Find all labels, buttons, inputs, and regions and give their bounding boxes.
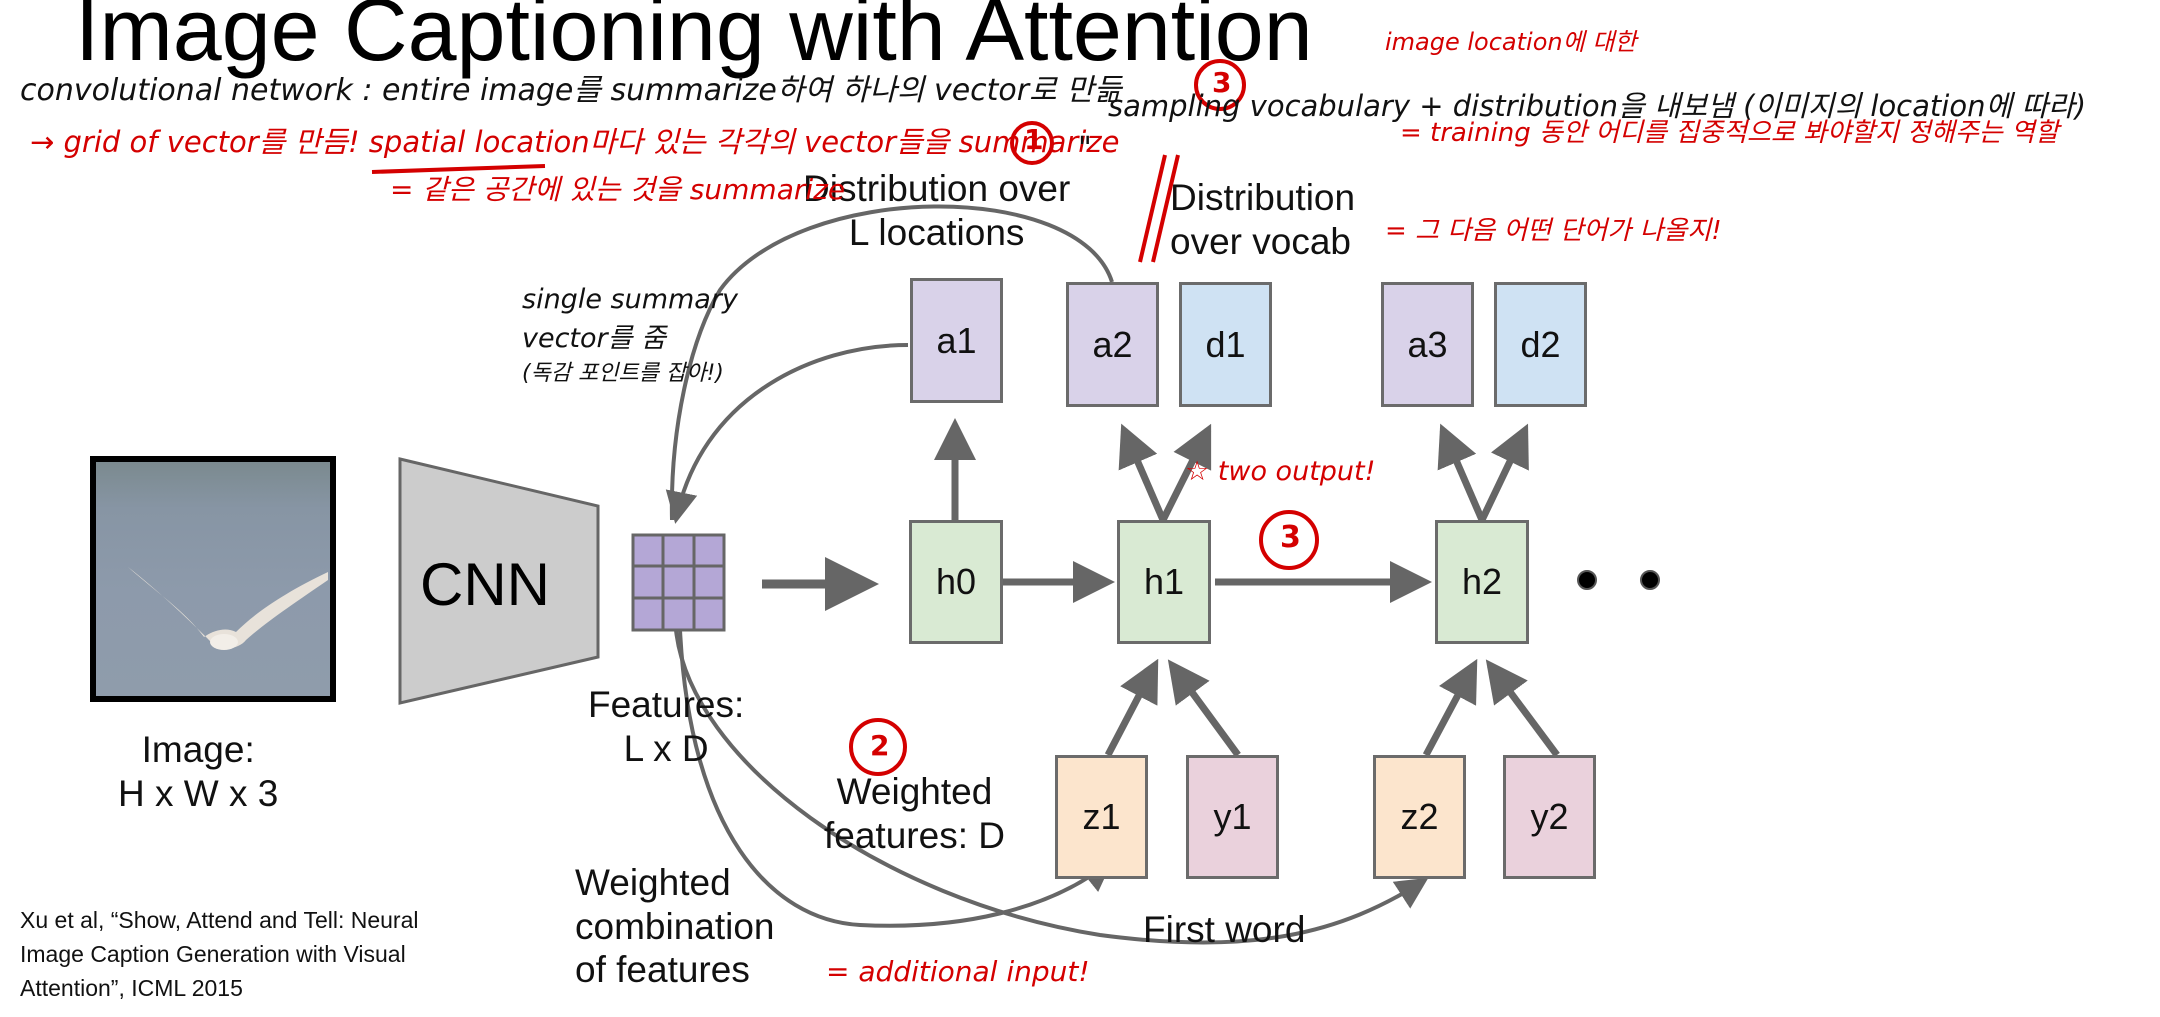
node-d2: d2	[1494, 282, 1587, 407]
cnn-label: CNN	[420, 551, 550, 618]
distribution-locations-label: Distribution over L locations	[803, 167, 1070, 254]
annotation-two-output: ☆ two output!	[1185, 456, 1376, 487]
node-a3: a3	[1381, 282, 1474, 407]
node-z2: z2	[1373, 755, 1466, 879]
features-label-line-2: L x D	[623, 727, 709, 769]
annotation-sampling: sampling vocabulary + distribution을 내보냄 …	[1108, 89, 2087, 123]
annotation-vocab-note: = 그 다음 어떤 단어가 나올지!	[1385, 216, 1722, 246]
node-a1: a1	[910, 278, 1003, 403]
annotation-grid-of-vector-a: → grid of vector를 만듬!	[30, 125, 369, 159]
image-label-line-2: H x W x 3	[118, 772, 279, 814]
curve-a2-to-grid	[669, 204, 1114, 521]
weighted-combination-line-3: of features	[575, 949, 750, 991]
circle-3-mid	[1259, 510, 1319, 570]
node-y2: y2	[1503, 755, 1596, 879]
first-word-label: First word	[1143, 909, 1306, 950]
annotation-training: = training 동안 어디를 집중적으로 봐야할지 정해주는 역할	[1400, 118, 2059, 148]
circle-3-top	[1194, 59, 1246, 111]
node-y1: y1	[1186, 755, 1279, 879]
dist-locations-line-2: L locations	[848, 211, 1025, 253]
circle-1-label: 1	[1024, 123, 1044, 156]
red-mark-line-1	[1138, 154, 1167, 263]
arrow-y2-to-h2	[1485, 659, 1560, 758]
underline-spatial-location	[371, 164, 546, 174]
continuation-dot-2	[1640, 570, 1660, 590]
input-image	[90, 456, 336, 702]
arrow-y1-to-h1	[1167, 659, 1241, 758]
single-summary-line-2: vector를 줌	[522, 323, 666, 355]
features-label: Features: L x D	[588, 683, 744, 770]
annotation-grid-of-vector-b: spatial location마다 있는 각각의 vector들을 summa…	[368, 125, 1120, 159]
arrow-h1-to-a2	[1118, 423, 1167, 522]
cnn-block	[398, 457, 600, 705]
annotation-same-space: = 같은 공간에 있는 것을 summarize	[390, 173, 846, 206]
circle-2-label: 2	[870, 729, 890, 762]
circle-1	[1010, 121, 1054, 165]
weighted-features-label: Weighted features: D	[824, 770, 1005, 857]
node-z1: z1	[1055, 755, 1148, 879]
citation-line-2: Image Caption Generation with Visual	[20, 941, 406, 968]
annotation-quote-mark: "	[1078, 131, 1092, 166]
features-label-line-1: Features:	[588, 684, 745, 725]
weighted-combination-line-2: combination	[575, 905, 775, 947]
arrow-h2-to-a3	[1437, 423, 1486, 522]
circle-3-mid-label: 3	[1280, 520, 1301, 555]
dist-vocab-line-1: Distribution	[1170, 177, 1356, 218]
single-summary-line-3: (독감 포인트를 잡아!)	[522, 361, 724, 387]
annotation-additional-input: = additional input!	[826, 955, 1090, 988]
node-a2: a2	[1066, 282, 1159, 407]
weighted-combination-line-1: Weighted	[575, 862, 731, 903]
annotation-grid-of-vector: → grid of vector를 만듬! spatial location마다…	[30, 128, 1119, 157]
image-label-line-1: Image:	[141, 729, 255, 770]
weighted-features-line-1: Weighted	[836, 771, 993, 812]
red-mark-line-2	[1151, 154, 1180, 263]
citation-line-1: Xu et al, “Show, Attend and Tell: Neural	[20, 907, 419, 933]
node-h2: h2	[1435, 520, 1529, 644]
image-label: Image: H x W x 3	[118, 728, 278, 815]
continuation-dot-1	[1577, 570, 1597, 590]
dist-locations-line-1: Distribution over	[803, 168, 1071, 209]
arrow-z1-to-h1	[1104, 658, 1159, 757]
circle-2	[849, 718, 907, 776]
citation-line-3: Attention”, ICML 2015	[20, 975, 243, 1002]
annotation-single-summary: single summary vector를 줌 (독감 포인트를 잡아!)	[522, 280, 738, 390]
distribution-vocab-label: Distribution over vocab	[1170, 176, 1355, 263]
annotation-image-location: image location에 대한	[1385, 28, 1637, 56]
seagull-icon	[128, 567, 328, 650]
curve-a1-to-grid	[665, 343, 909, 524]
node-h0: h0	[909, 520, 1003, 644]
curve-grid-to-z1	[678, 629, 1114, 928]
arrow-h1-to-d1	[1159, 423, 1212, 522]
weighted-features-line-2: features: D	[824, 814, 1005, 856]
node-d1: d1	[1179, 282, 1272, 407]
dist-vocab-line-2: over vocab	[1170, 220, 1351, 262]
curve-grid-to-z2	[674, 629, 1429, 945]
node-h1: h1	[1117, 520, 1211, 644]
weighted-combination-label: Weighted combination of features	[575, 861, 775, 992]
feature-grid	[631, 533, 726, 632]
single-summary-line-1: single summary	[522, 284, 738, 315]
arrow-z2-to-h2	[1422, 658, 1478, 757]
arrow-h2-to-d2	[1478, 423, 1529, 522]
circle-3-top-label: 3	[1212, 66, 1232, 99]
annotation-conv-network: convolutional network : entire image를 su…	[20, 73, 1122, 108]
slide-title: Image Captioning with Attention	[75, 0, 1313, 79]
citation: Xu et al, “Show, Attend and Tell: Neural…	[20, 903, 419, 1005]
